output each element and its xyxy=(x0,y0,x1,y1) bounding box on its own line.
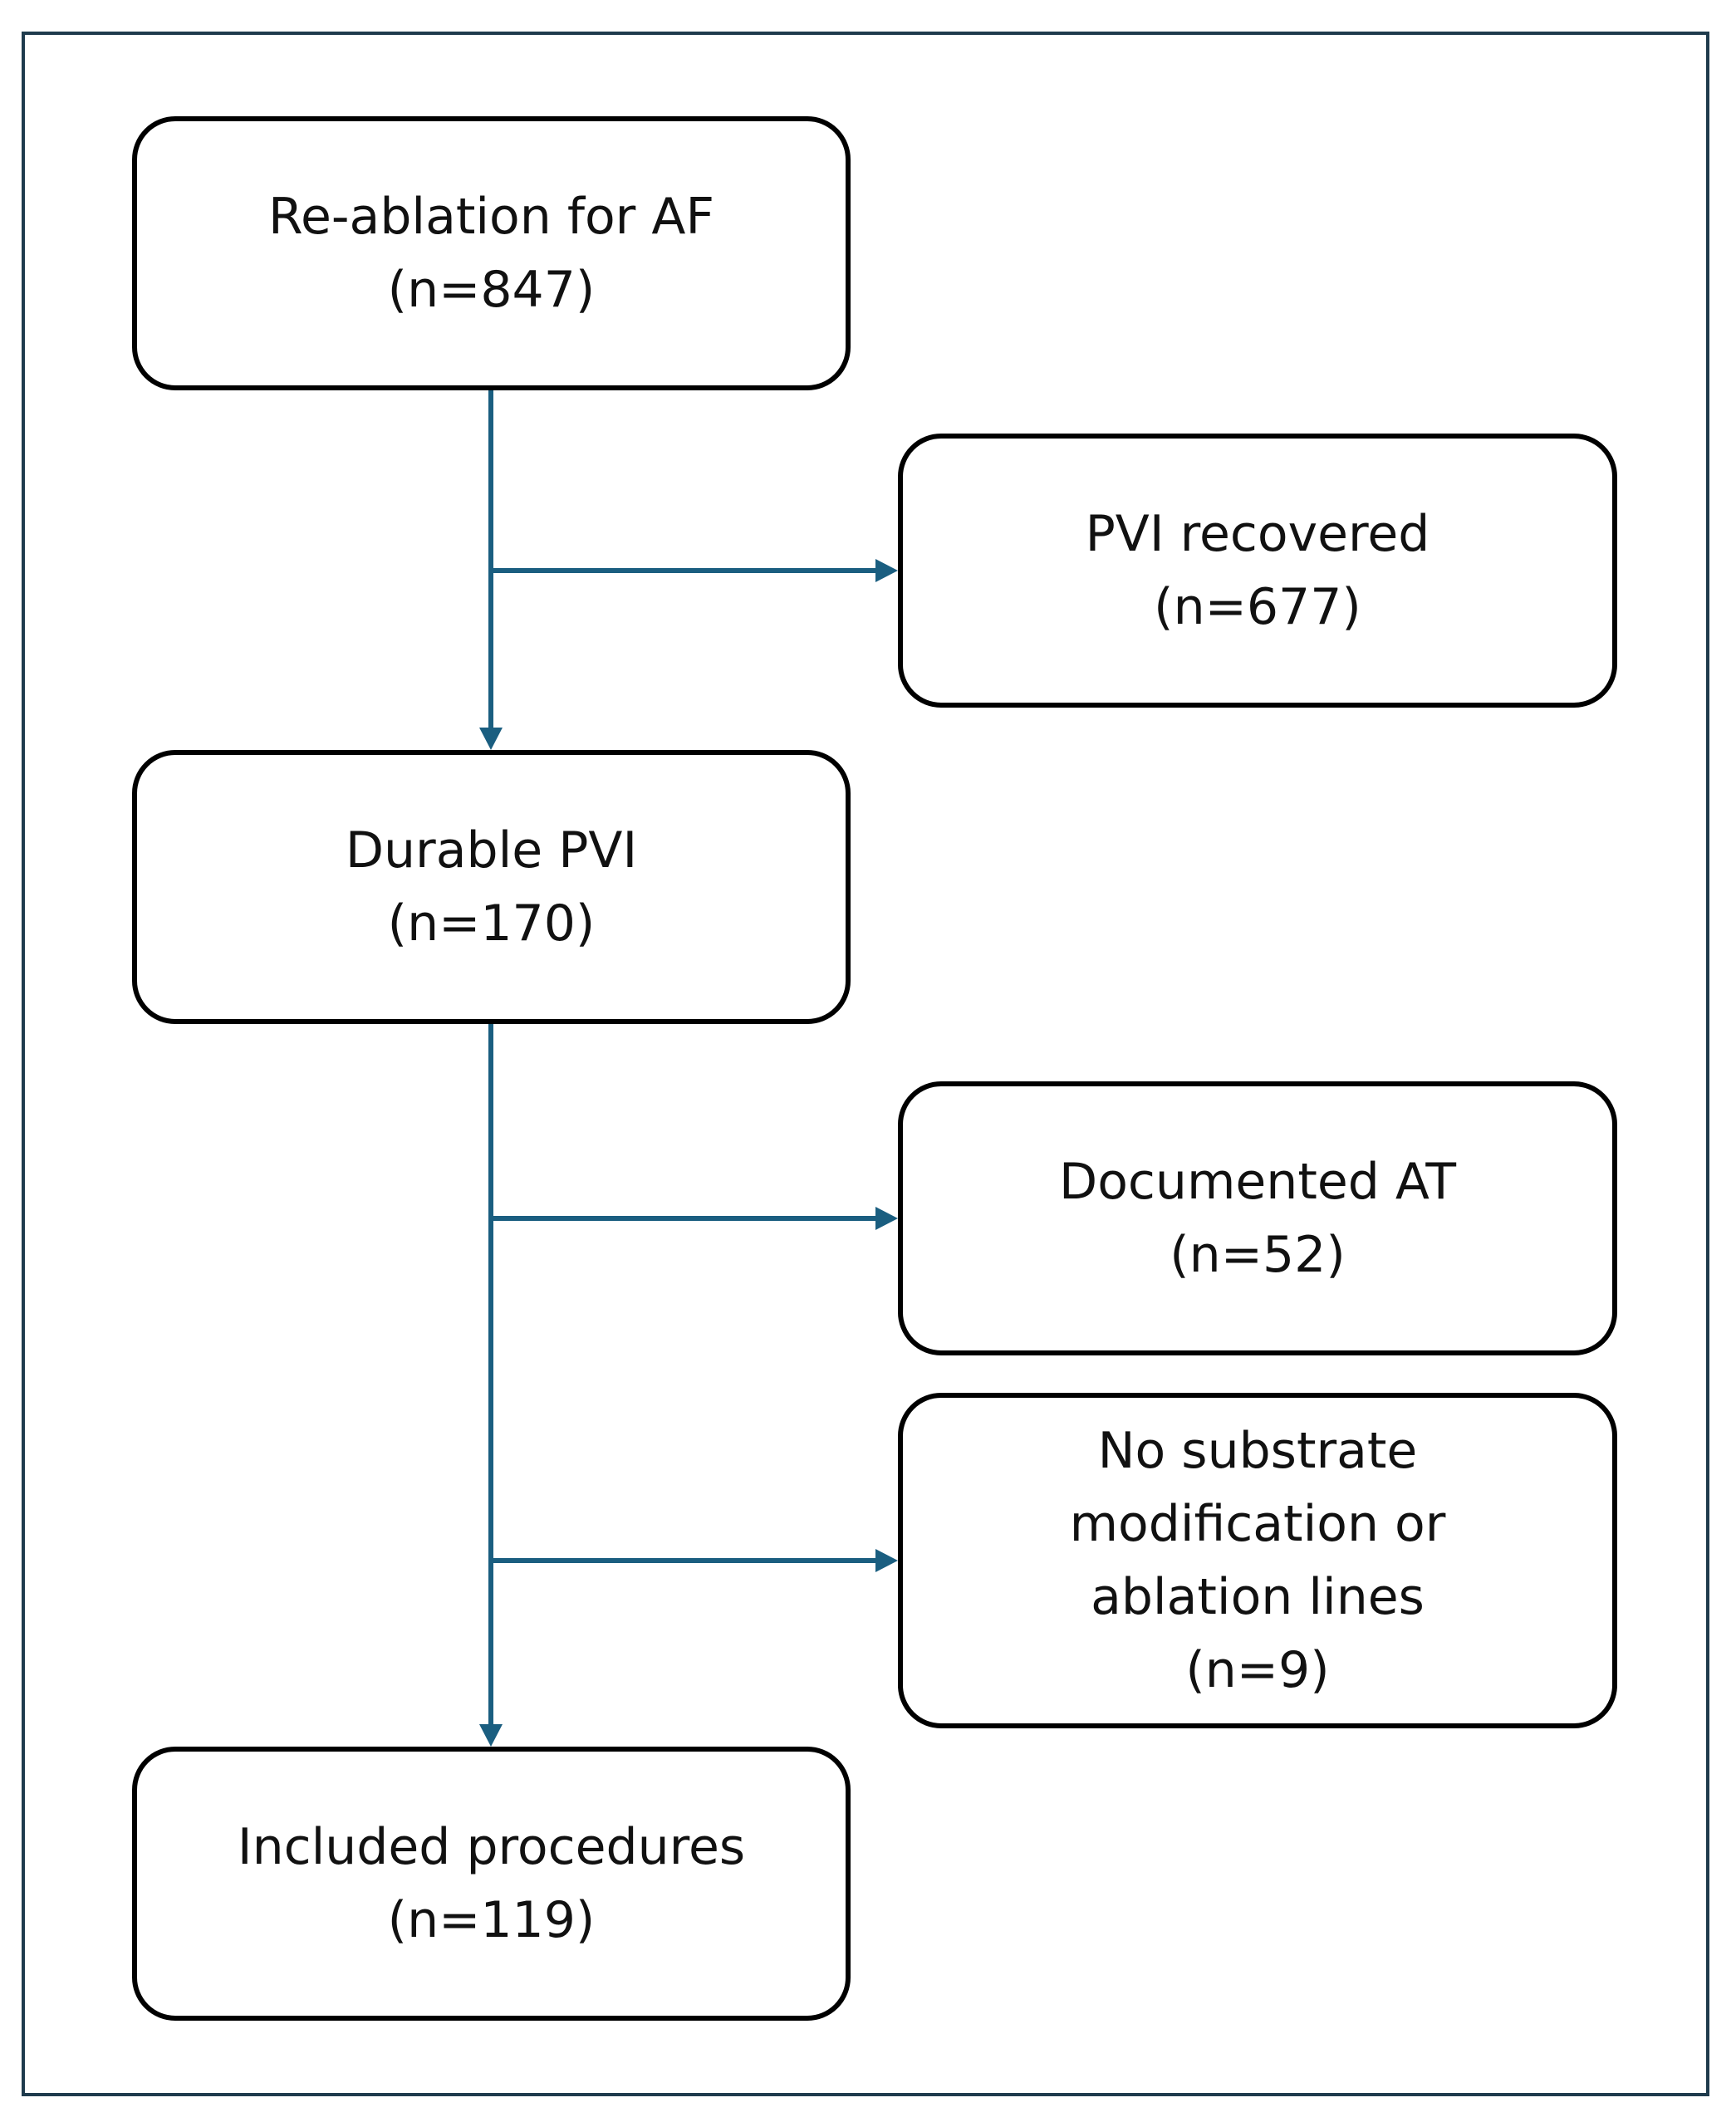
arrowhead-to-pvi-recovered xyxy=(875,559,898,582)
box-no-substrate-line2: modification or xyxy=(1069,1495,1446,1553)
box-pvi-recovered-title: PVI recovered xyxy=(1085,505,1430,563)
box-included-procedures: Included procedures (n=119) xyxy=(132,1747,851,2021)
box-documented-at-title: Documented AT xyxy=(1059,1153,1456,1211)
arrowhead-to-included xyxy=(479,1724,503,1747)
box-no-substrate: No substrate modification or ablation li… xyxy=(898,1393,1617,1728)
box-included-title: Included procedures xyxy=(237,1818,746,1876)
box-reablation-title: Re-ablation for AF xyxy=(268,188,714,246)
box-pvi-recovered-count: (n=677) xyxy=(1154,578,1361,636)
box-reablation: Re-ablation for AF (n=847) xyxy=(132,116,851,390)
box-documented-at: Documented AT (n=52) xyxy=(898,1081,1617,1355)
box-no-substrate-count: (n=9) xyxy=(1185,1641,1330,1699)
box-durable-pvi-count: (n=170) xyxy=(387,894,596,953)
box-included-count: (n=119) xyxy=(387,1891,596,1949)
box-no-substrate-line1: No substrate xyxy=(1097,1422,1418,1480)
arrowhead-to-durable-pvi xyxy=(479,728,503,750)
figure-frame xyxy=(22,32,1709,2096)
arrowhead-to-documented-at xyxy=(875,1207,898,1230)
box-durable-pvi: Durable PVI (n=170) xyxy=(132,750,851,1024)
box-pvi-recovered: PVI recovered (n=677) xyxy=(898,434,1617,708)
arrowhead-to-no-substrate xyxy=(875,1549,898,1572)
box-documented-at-count: (n=52) xyxy=(1170,1226,1346,1284)
box-no-substrate-line3: ablation lines xyxy=(1091,1568,1425,1626)
box-durable-pvi-title: Durable PVI xyxy=(345,821,638,880)
box-reablation-count: (n=847) xyxy=(387,261,596,319)
